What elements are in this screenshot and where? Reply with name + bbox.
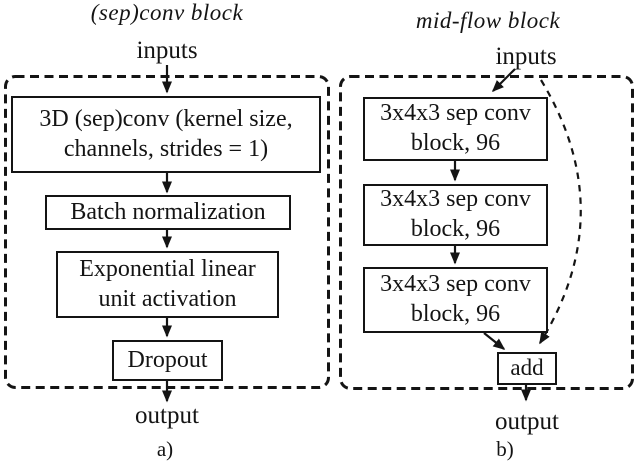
add-box: add: [497, 352, 557, 385]
sepconv-inputs-label: inputs: [136, 37, 198, 64]
dropout-box: Dropout: [112, 340, 223, 381]
batch-normalization-box: Batch normalization: [45, 195, 291, 230]
sepconv-caption: a): [156, 437, 174, 461]
midflow-inputs-label: inputs: [495, 43, 557, 70]
midflow-caption: b): [496, 437, 514, 461]
sepconv-output-label: output: [135, 402, 199, 429]
conv-block-box: 3D (sep)conv (kernel size, channels, str…: [11, 96, 321, 173]
sep-conv-block-1-box: 3x4x3 sep conv block, 96: [363, 97, 548, 161]
arrow-sepconv3-to-add: [483, 332, 506, 350]
sep-conv-block-2-box: 3x4x3 sep conv block, 96: [363, 184, 548, 246]
midflow-panel-title: mid-flow block: [415, 8, 561, 33]
midflow-output-label: output: [495, 408, 559, 435]
arrow-inputs-to-sepconv1: [491, 68, 516, 93]
sepconv-panel-title: (sep)conv block: [90, 0, 244, 25]
sep-conv-block-3-box: 3x4x3 sep conv block, 96: [363, 267, 548, 333]
elu-activation-box: Exponential linear unit activation: [56, 251, 279, 318]
